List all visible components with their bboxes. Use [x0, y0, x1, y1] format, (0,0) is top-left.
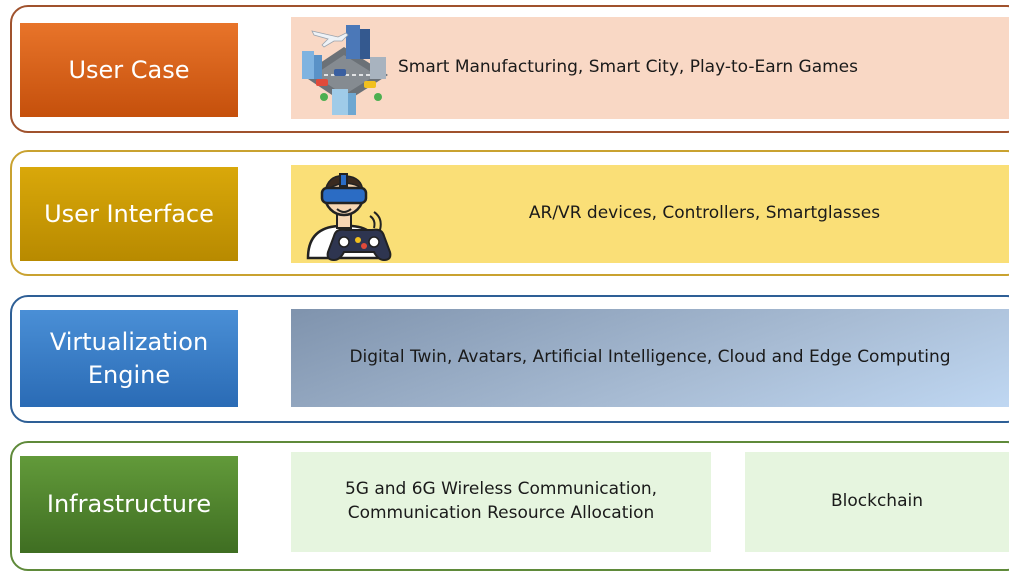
- infrastructure-label: Infrastructure: [20, 456, 238, 553]
- user-interface-content: AR/VR devices, Controllers, Smartglasses: [400, 165, 1009, 263]
- user-interface-label-text: User Interface: [44, 199, 214, 228]
- user-case-label-text: User Case: [68, 55, 190, 84]
- virtualization-engine-label-line2: Engine: [87, 360, 171, 389]
- infrastructure-label-text: Infrastructure: [46, 490, 212, 519]
- infrastructure-content-line1: 5G and 6G Wireless Communication,: [344, 479, 658, 500]
- infrastructure-blockchain-panel: Blockchain: [745, 452, 1009, 552]
- user-case-content: Smart Manufacturing, Smart City, Play-to…: [398, 17, 1009, 119]
- virtualization-engine-label-line1: Virtualization: [49, 328, 209, 357]
- infrastructure-content-line2: Communication Resource Allocation: [347, 503, 655, 523]
- smart-city-icon: [302, 25, 388, 115]
- virtualization-engine-panel: Digital Twin, Avatars, Artificial Intell…: [291, 309, 1009, 407]
- vr-headset-gamer-icon: [306, 173, 392, 262]
- user-case-content-text: Smart Manufacturing, Smart City, Play-to…: [398, 57, 858, 78]
- user-interface-layer-frame: [10, 150, 1009, 276]
- user-interface-content-text: AR/VR devices, Controllers, Smartglasses: [528, 203, 881, 224]
- user-case-layer-frame: [10, 5, 1009, 133]
- infrastructure-blockchain-text: Blockchain: [830, 491, 923, 512]
- virtualization-engine-label: Virtualization Engine: [20, 310, 238, 407]
- user-case-label: User Case: [20, 23, 238, 117]
- infrastructure-communication-panel: 5G and 6G Wireless Communication, Commun…: [291, 452, 711, 552]
- user-interface-panel: [291, 165, 1009, 263]
- virtualization-engine-layer-frame: [10, 295, 1009, 423]
- user-case-panel: [291, 17, 1009, 119]
- virtualization-engine-content-text: Digital Twin, Avatars, Artificial Intell…: [349, 347, 951, 368]
- user-interface-label: User Interface: [20, 167, 238, 261]
